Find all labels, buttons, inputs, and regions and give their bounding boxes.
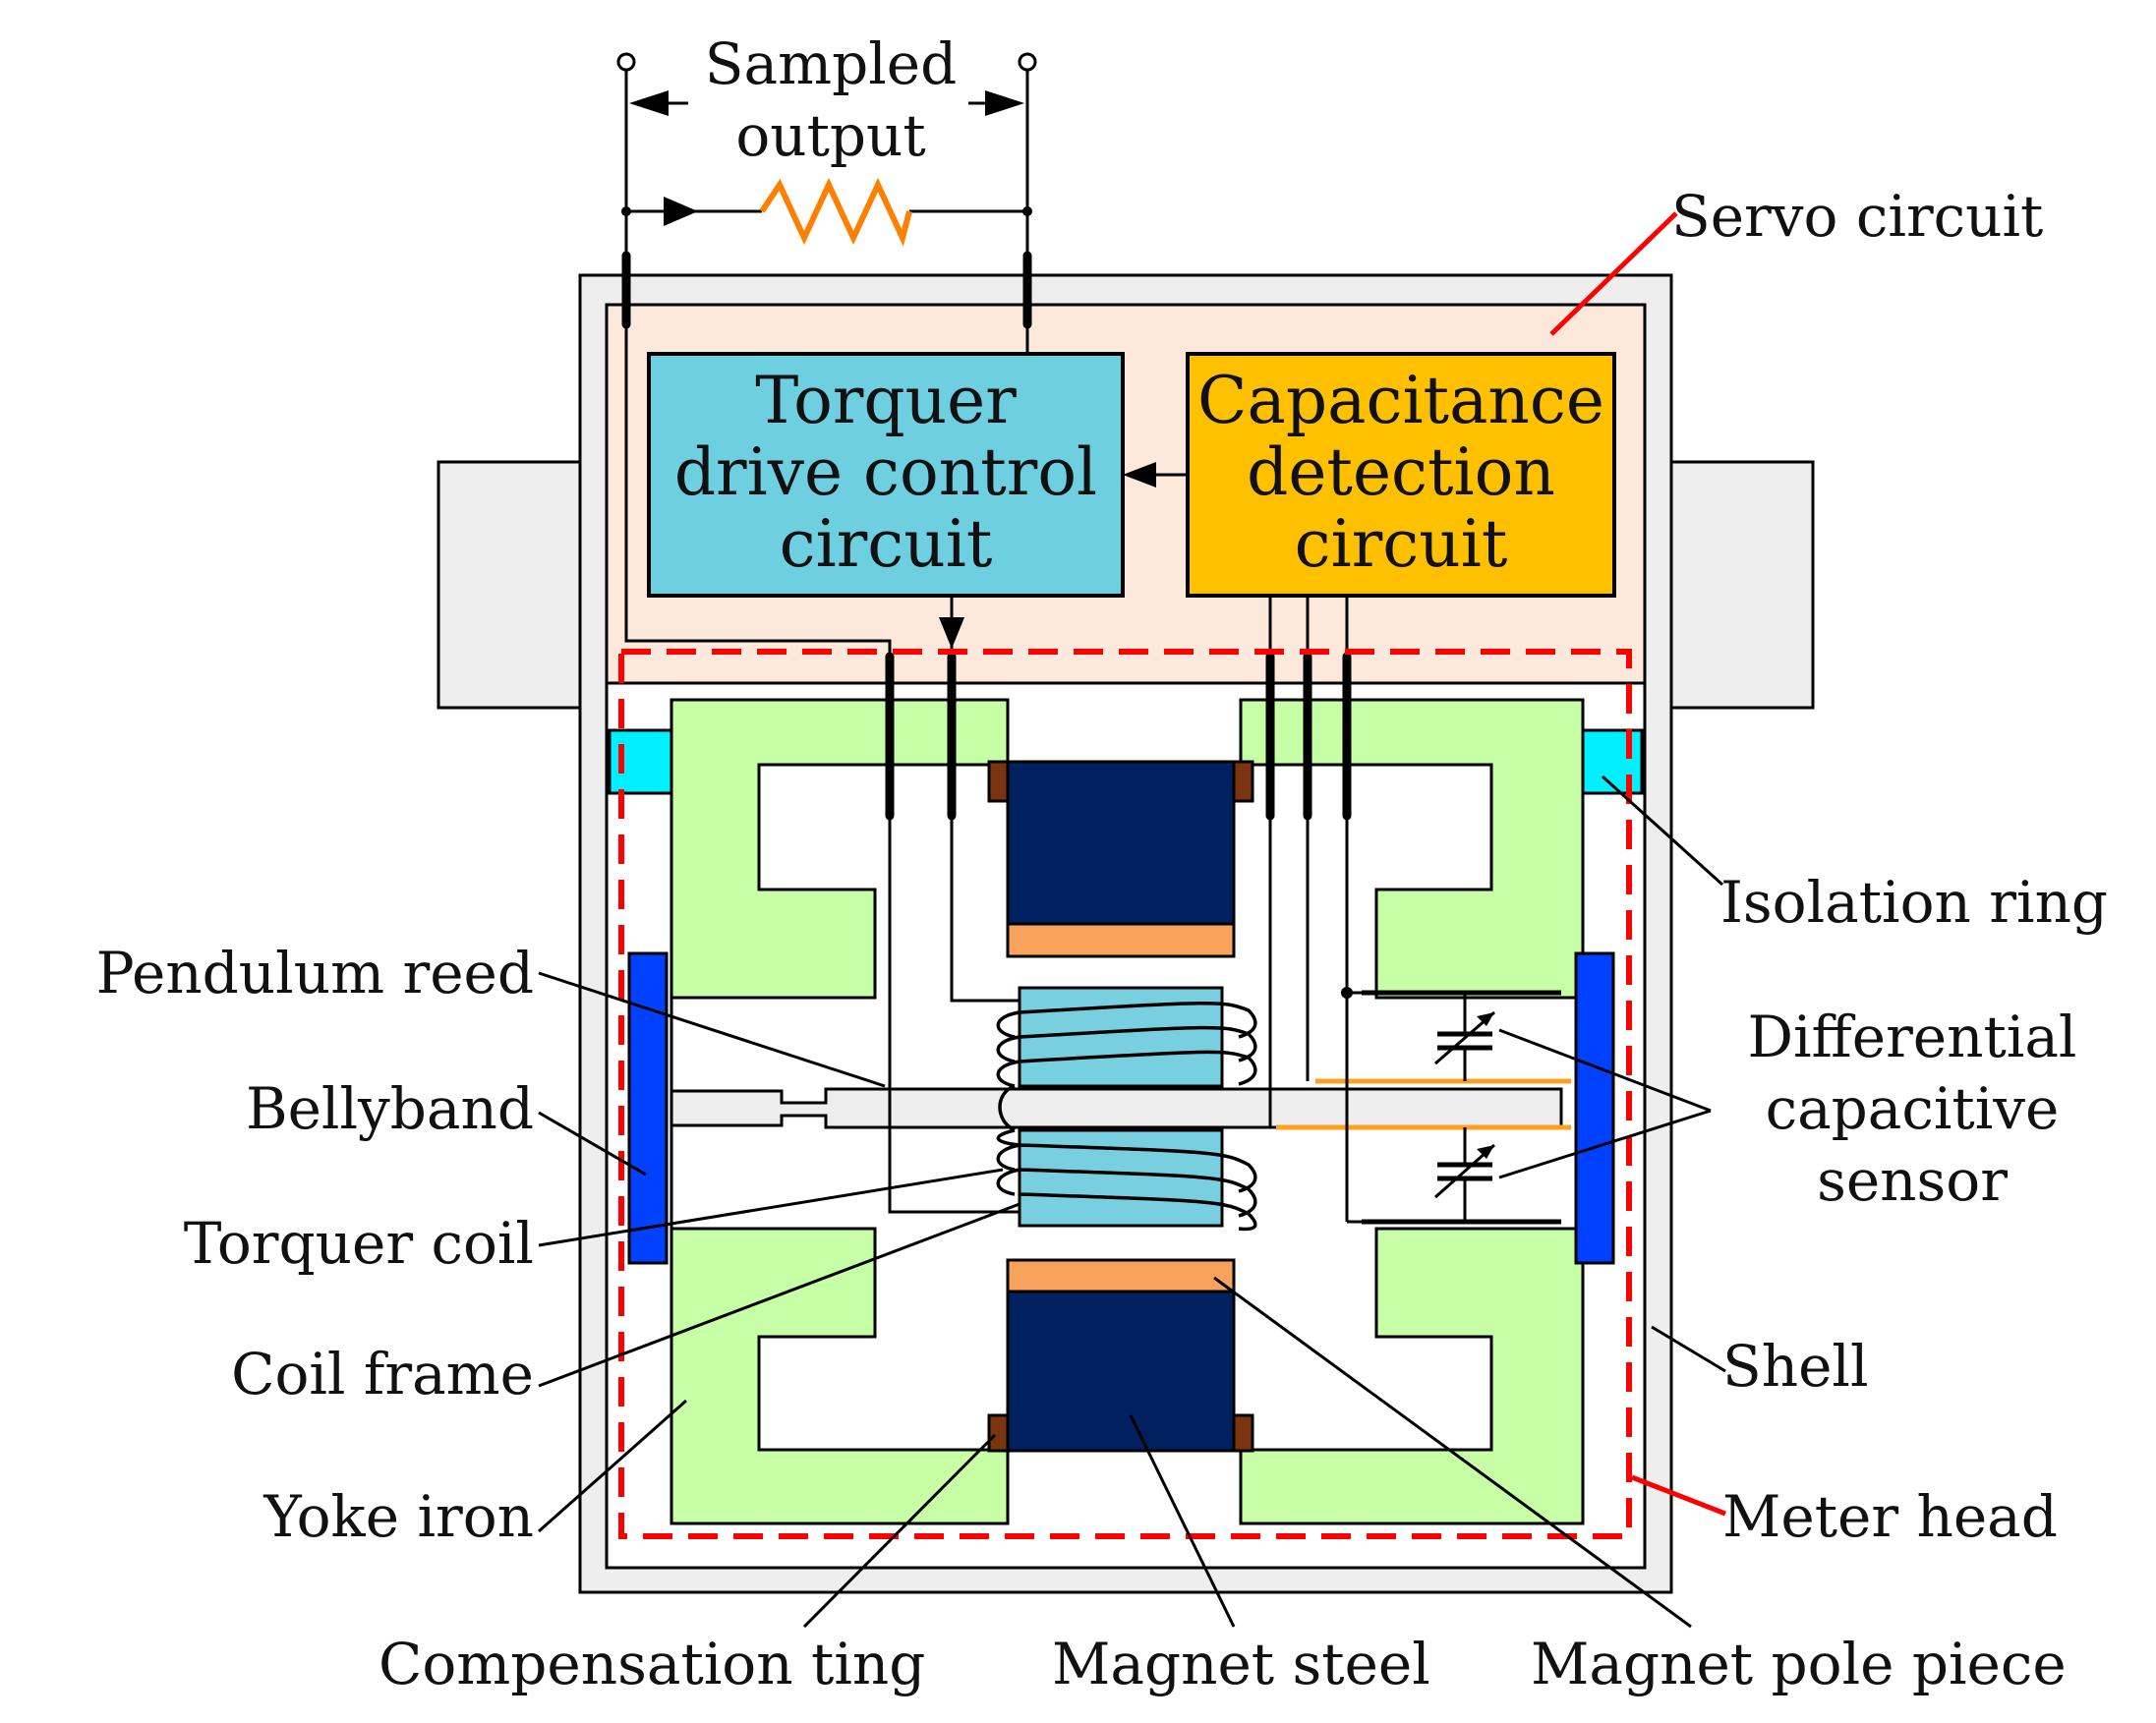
cap2-arrowhead bbox=[1477, 1145, 1494, 1159]
compensation-bottom-left bbox=[987, 1413, 1010, 1453]
span-arrow-left bbox=[629, 90, 669, 116]
label-magnet-pole-piece: Magnet pole piece bbox=[1531, 1631, 2067, 1697]
junction-right bbox=[1022, 206, 1032, 216]
pole-piece-top bbox=[1006, 922, 1236, 958]
capacitance-box-line3: circuit bbox=[1295, 506, 1508, 582]
label-coil-frame: Coil frame bbox=[231, 1341, 534, 1407]
span-arrow-right bbox=[985, 90, 1024, 116]
left-mount bbox=[437, 460, 582, 710]
torquer-box-line3: circuit bbox=[780, 506, 993, 582]
label-bellyband: Bellyband bbox=[246, 1075, 534, 1142]
pole-piece-bottom bbox=[1006, 1258, 1236, 1293]
junction-left bbox=[621, 206, 631, 216]
torquer-box-line1: Torquer bbox=[755, 363, 1017, 438]
compensation-top-right bbox=[1232, 760, 1254, 803]
yoke-iron-left bbox=[670, 698, 1010, 1525]
torquer-box-line2: drive control bbox=[674, 434, 1097, 510]
bellyband-left bbox=[627, 951, 669, 1265]
label-compensation-ting: Compensation ting bbox=[379, 1631, 925, 1697]
leader-lines bbox=[538, 775, 1726, 1629]
label-differential-1: Differential bbox=[1748, 1004, 2077, 1070]
magnet-steel-bottom bbox=[1006, 1290, 1236, 1453]
magnet-steel-top bbox=[1006, 760, 1236, 926]
label-magnet-steel: Magnet steel bbox=[1052, 1631, 1430, 1697]
resistor-icon bbox=[759, 177, 912, 247]
servo-leader bbox=[1549, 211, 1678, 336]
label-differential-3: sensor bbox=[1817, 1147, 2008, 1214]
label-isolation-ring: Isolation ring bbox=[1720, 869, 2108, 936]
feedthrough-pins bbox=[621, 251, 1352, 821]
terminal-left bbox=[616, 52, 636, 72]
terminal-right bbox=[1018, 52, 1037, 72]
label-yoke-iron: Yoke iron bbox=[262, 1483, 534, 1550]
torquer-drive-box bbox=[647, 352, 1125, 598]
label-pendulum-reed: Pendulum reed bbox=[96, 940, 534, 1006]
bellyband-right bbox=[1574, 951, 1615, 1265]
label-meter-head: Meter head bbox=[1722, 1483, 2058, 1550]
capacitance-box-line1: Capacitance bbox=[1197, 363, 1604, 438]
cap1-arrowhead bbox=[1477, 1012, 1494, 1026]
current-arrow bbox=[664, 197, 698, 226]
meter-head-leader bbox=[1631, 1474, 1726, 1517]
label-sampled-output-1: Sampled bbox=[705, 30, 957, 97]
compensation-top-left bbox=[987, 760, 1010, 803]
torquer-coil bbox=[996, 1002, 1257, 1232]
label-sampled-output-2: output bbox=[735, 102, 925, 169]
right-mount bbox=[1669, 460, 1815, 710]
compensation-bottom-right bbox=[1232, 1413, 1254, 1453]
label-torquer-coil: Torquer coil bbox=[184, 1210, 534, 1277]
capacitance-detection-box bbox=[1186, 352, 1616, 598]
label-differential-2: capacitive bbox=[1766, 1075, 2060, 1142]
arrow-down-to-coil bbox=[939, 617, 964, 649]
capacitance-box-line2: detection bbox=[1247, 434, 1555, 510]
node-dot bbox=[1341, 987, 1353, 999]
label-shell: Shell bbox=[1722, 1333, 1869, 1400]
arrow-to-torquer-box bbox=[1123, 462, 1156, 488]
meter-head-boundary bbox=[618, 649, 1632, 1539]
label-servo-circuit: Servo circuit bbox=[1671, 183, 2043, 250]
